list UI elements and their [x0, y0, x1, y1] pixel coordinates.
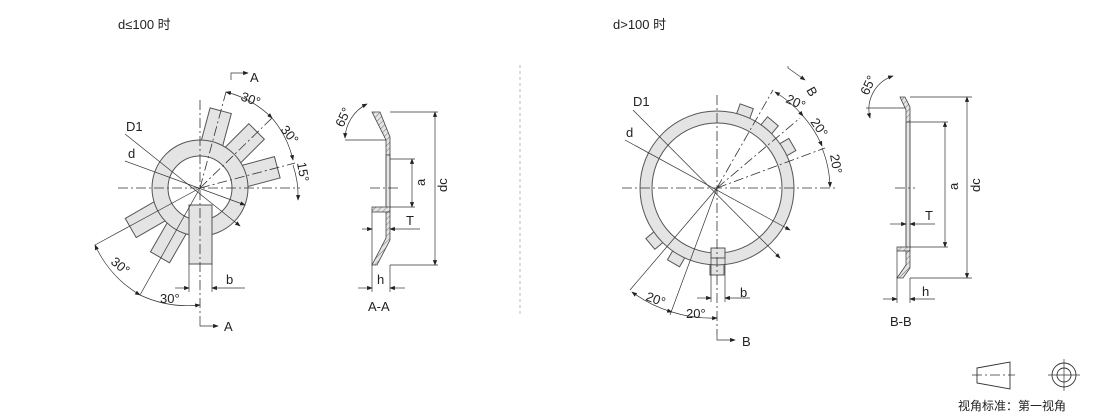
section-b-b: 65° a dc T h B-B	[857, 73, 983, 329]
label-D1-large: D1	[633, 94, 650, 109]
angle-3: 15°	[294, 161, 312, 183]
label-a-large: a	[946, 182, 961, 190]
label-D1: D1	[126, 119, 143, 134]
angle-large-1: 20°	[784, 91, 808, 113]
angle-5: 30°	[160, 291, 180, 306]
section-title-large: B-B	[890, 314, 912, 329]
label-b: b	[226, 272, 233, 287]
projection-standard-text: 视角标准：第一视角	[958, 398, 1066, 413]
label-h: h	[377, 272, 384, 287]
section-title: A-A	[368, 299, 390, 314]
label-h-large: h	[922, 284, 929, 299]
section-mark-bottom: A	[224, 319, 233, 334]
label-b-large: b	[740, 285, 747, 300]
section-a-a: 65° a dc T h A-A	[332, 103, 450, 314]
caption-small: d≤100 时	[118, 17, 171, 32]
angle-large-3: 20°	[827, 153, 845, 175]
angle-4: 30°	[108, 254, 133, 278]
label-d-large: d	[626, 125, 633, 140]
angle-large-2: 20°	[808, 115, 832, 140]
section-mark-top: A	[250, 70, 259, 85]
angle-large-4: 20°	[644, 289, 668, 310]
angle-large-5: 20°	[686, 306, 706, 321]
first-angle-projection-symbol: 视角标准：第一视角	[958, 359, 1080, 413]
label-d: d	[128, 146, 135, 161]
label-dc-large: dc	[968, 178, 983, 192]
section-mark-top-large: B	[803, 84, 820, 99]
label-T: T	[406, 213, 414, 228]
angle-2: 30°	[278, 122, 302, 147]
washer-large-front-view: D1 d b B B 20° 20° 20° 20° 20°	[622, 66, 845, 349]
angle-65-large: 65°	[857, 73, 879, 97]
section-mark-bottom-large: B	[742, 334, 751, 349]
caption-large: d>100 时	[613, 17, 666, 32]
washer-small-front-view: D1 d b A A 30° 30° 15° 30° 30°	[94, 70, 312, 334]
label-a: a	[413, 178, 428, 186]
label-T-large: T	[925, 208, 933, 223]
angle-65: 65°	[332, 105, 354, 129]
angle-1: 30°	[239, 89, 263, 110]
label-dc: dc	[435, 178, 450, 192]
